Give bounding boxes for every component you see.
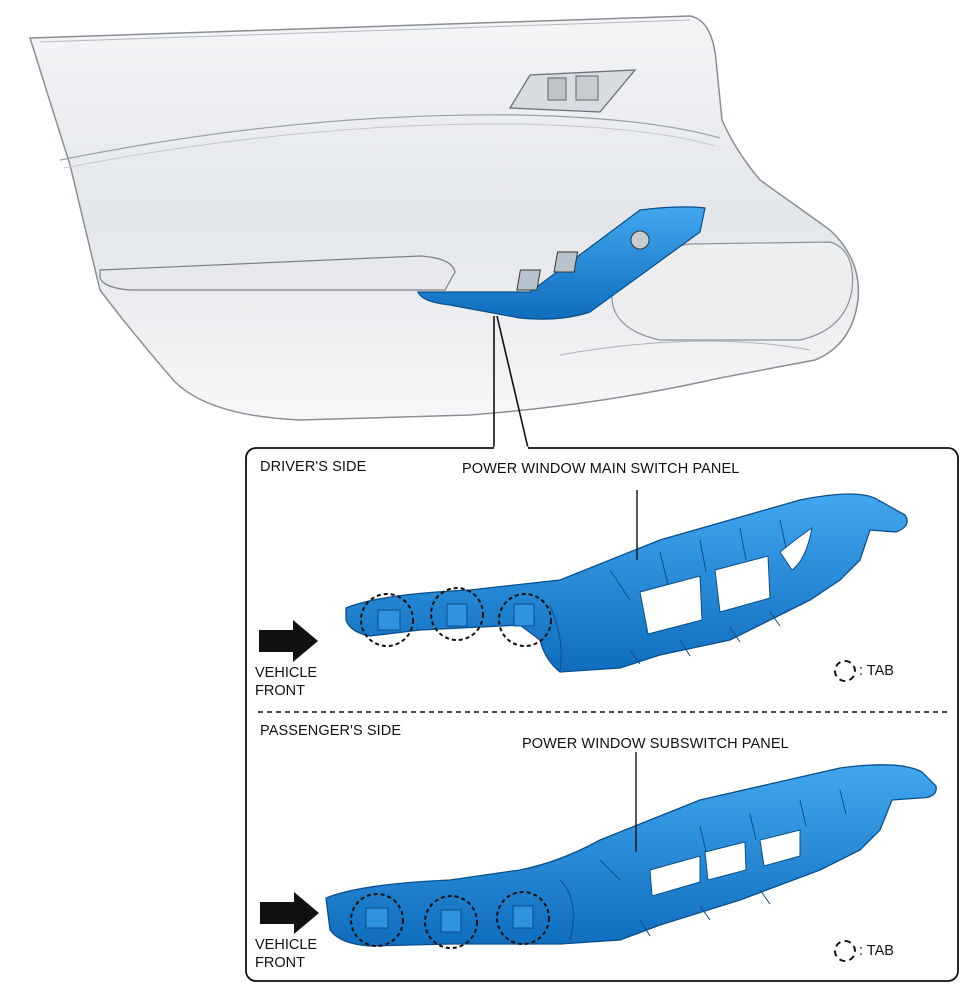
tab-marker-3 <box>498 593 552 647</box>
vehicle-front-line1-2: VEHICLE <box>255 937 318 953</box>
vehicle-front-line2: FRONT <box>255 683 305 699</box>
main-switch-panel-label: POWER WINDOW MAIN SWITCH PANEL <box>462 461 740 477</box>
door-trim-panel <box>28 15 860 421</box>
vehicle-front-line1: VEHICLE <box>255 665 318 681</box>
tab-marker-5 <box>424 895 478 949</box>
passenger-side-label: PASSENGER'S SIDE <box>260 723 402 739</box>
vehicle-front-label: VEHICLE FRONT <box>255 664 317 700</box>
tab-marker-6 <box>496 891 550 945</box>
tab-circle-icon-2 <box>834 940 856 962</box>
tab-legend-text-2: : TAB <box>859 943 894 959</box>
tab-legend-text: : TAB <box>859 663 894 679</box>
vehicle-front-arrow-2 <box>260 892 319 934</box>
vehicle-front-label-2: VEHICLE FRONT <box>255 936 317 972</box>
tab-circle-icon <box>834 660 856 682</box>
passenger-tab-markers <box>350 891 550 949</box>
main-switch-panel-part <box>345 493 908 673</box>
subswitch-panel-label: POWER WINDOW SUBSWITCH PANEL <box>522 736 789 752</box>
vehicle-front-line2-2: FRONT <box>255 955 305 971</box>
subswitch-panel-part <box>325 764 937 947</box>
driver-tab-markers <box>360 587 552 647</box>
tab-legend: : TAB <box>834 660 894 682</box>
vehicle-front-arrow <box>259 620 318 662</box>
callout-leader <box>493 315 529 449</box>
driver-side-label: DRIVER'S SIDE <box>260 459 367 475</box>
tab-marker-2 <box>430 587 484 641</box>
tab-marker-1 <box>360 593 414 647</box>
tab-legend-2: : TAB <box>834 940 894 962</box>
tab-marker-4 <box>350 893 404 947</box>
